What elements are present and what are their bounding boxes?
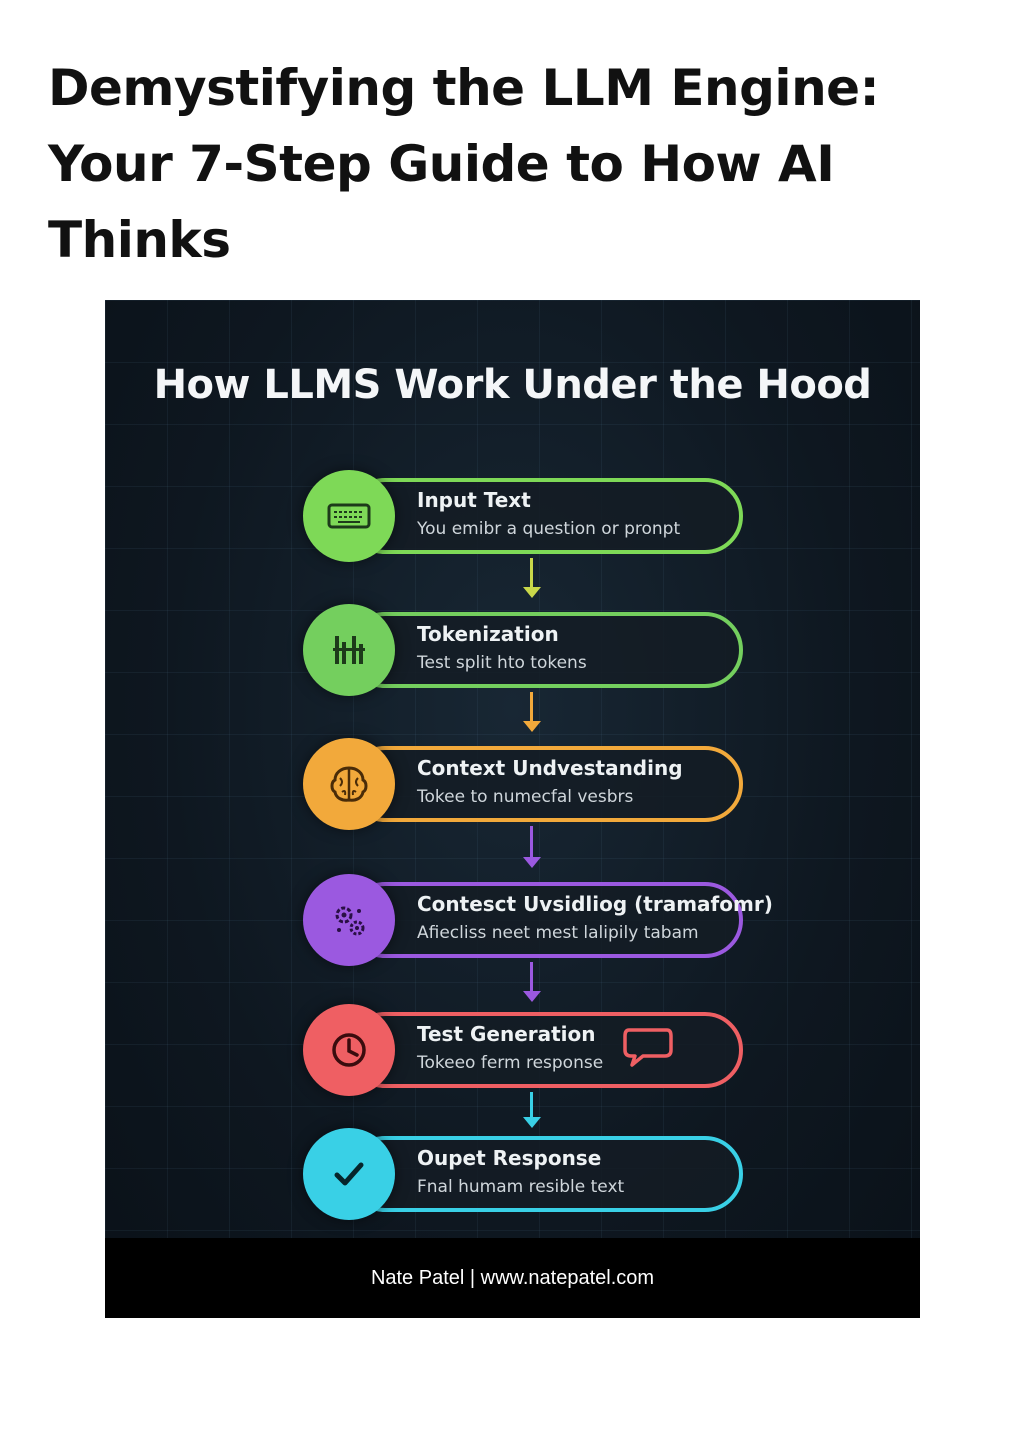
footer-credit: Nate Patel | www.natepatel.com — [105, 1238, 920, 1318]
step-pill — [347, 746, 743, 822]
step-transformer: Contesct Uvsidliog (tramafomr) Afiecliss… — [303, 874, 773, 966]
keyboard-icon — [303, 470, 395, 562]
infographic: How LLMS Work Under the Hood Input Text … — [105, 300, 920, 1318]
arrow-connector — [523, 558, 541, 598]
step-text-generation: Test Generation Tokeeo ferm response — [303, 1004, 747, 1096]
step-context-understanding: Context Undvestanding Tokee to numecfal … — [303, 738, 747, 830]
step-title: Context Undvestanding — [417, 756, 683, 780]
clock-icon — [303, 1004, 395, 1096]
step-description: Test split hto tokens — [417, 653, 587, 673]
step-title: Input Text — [417, 488, 531, 512]
arrow-connector — [523, 1092, 541, 1128]
step-title: Contesct Uvsidliog (tramafomr) — [417, 892, 773, 916]
step-description: Tokee to numecfal vesbrs — [417, 787, 634, 807]
step-description: Afiecliss neet mest lalipily tabam — [417, 923, 699, 943]
checkmark-icon — [303, 1128, 395, 1220]
arrow-connector — [523, 962, 541, 1002]
step-title: Test Generation — [417, 1022, 596, 1046]
step-pill — [347, 612, 743, 688]
infographic-title: How LLMS Work Under the Hood — [153, 362, 872, 408]
token-bars-icon — [303, 604, 395, 696]
step-description: Tokeeo ferm response — [417, 1053, 604, 1073]
step-pill — [347, 478, 743, 554]
step-input-text: Input Text You emibr a question or pronp… — [303, 470, 747, 562]
speech-bubble-icon — [623, 1028, 673, 1067]
step-title: Oupet Response — [417, 1146, 602, 1170]
step-pill — [347, 1136, 743, 1212]
page-title: Demystifying the LLM Engine: Your 7-Step… — [48, 59, 880, 269]
step-description: Fnal humam resible text — [417, 1177, 625, 1197]
arrow-connector — [523, 826, 541, 868]
step-title: Tokenization — [417, 622, 559, 646]
brain-icon — [303, 738, 395, 830]
arrow-connector — [523, 692, 541, 732]
gears-icon — [303, 874, 395, 966]
step-pill — [347, 1012, 743, 1088]
step-output-response: Oupet Response Fnal humam resible text — [303, 1128, 747, 1220]
step-tokenization: Tokenization Test split hto tokens — [303, 604, 747, 696]
step-description: You emibr a question or pronpt — [417, 519, 681, 539]
